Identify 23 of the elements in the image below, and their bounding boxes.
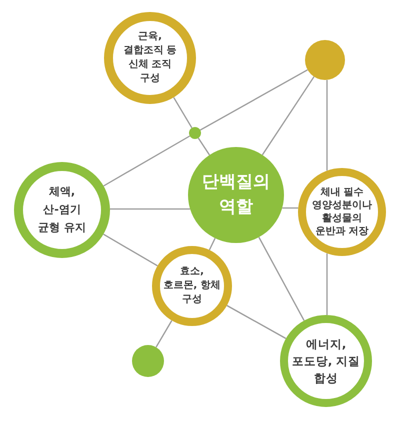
connector-line [103, 234, 158, 266]
role-text: 체내 필수 영양성분이나 활성물의 운반과 저장 [312, 186, 372, 238]
connector-line [110, 208, 190, 210]
topic-title: 단백질의 역할 [202, 171, 270, 219]
connector-line [282, 207, 298, 209]
filled-circle [305, 40, 345, 80]
filled-circle [132, 345, 164, 377]
role-text: 효소, 호르몬, 항체 구성 [163, 265, 221, 307]
connector-line [326, 253, 328, 315]
role-text: 근육, 결합조직 등 신체 조직 구성 [123, 30, 177, 86]
junction-dot [189, 127, 201, 139]
connector-line [103, 135, 190, 187]
role-text: 에너지, 포도당, 지질 합성 [292, 336, 360, 386]
connector-line [208, 238, 216, 250]
connector-line [198, 138, 210, 156]
connector-line [200, 69, 308, 131]
connector-line [258, 236, 305, 321]
connector-line [173, 97, 192, 128]
connector-line [326, 80, 328, 171]
role-text: 체액, 산-염기 균형 유지 [38, 184, 86, 236]
connector-line [226, 304, 286, 340]
connector-line [156, 320, 172, 348]
connector-line [262, 76, 315, 156]
